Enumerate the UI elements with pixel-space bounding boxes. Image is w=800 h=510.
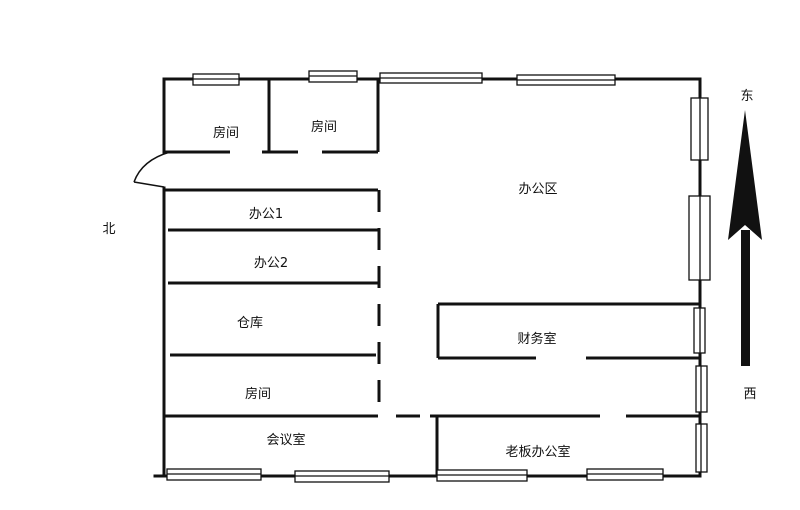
room-label-office-area: 办公区	[518, 182, 557, 197]
windows	[166, 70, 711, 483]
compass-arrow	[728, 110, 762, 366]
room-label-office-2: 办公2	[254, 256, 288, 271]
compass-north-label: 北	[102, 222, 115, 237]
entry-door	[133, 151, 171, 188]
room-label-top-middle: 房间	[311, 119, 337, 135]
compass-west-label: 西	[743, 387, 756, 402]
compass-east-label: 东	[740, 89, 753, 104]
room-label-boss-office: 老板办公室	[505, 444, 570, 460]
interior-walls	[164, 79, 700, 476]
room-label-room-lower: 房间	[245, 386, 271, 402]
room-label-meeting: 会议室	[266, 432, 305, 448]
room-label-warehouse: 仓库	[237, 315, 263, 331]
room-label-finance: 财务室	[517, 331, 556, 347]
room-label-office-1: 办公1	[249, 207, 283, 222]
room-label-top-left: 房间	[213, 125, 239, 141]
